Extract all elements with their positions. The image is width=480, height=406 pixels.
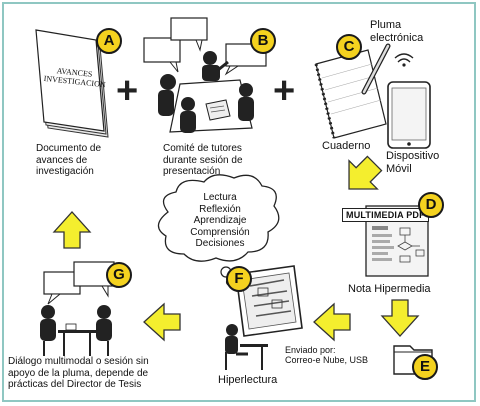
cloud-text: Lectura Reflexión Aprendizaje Comprensió… (178, 192, 262, 250)
badge-g: G (106, 262, 132, 288)
cloud-item: Comprensión (190, 226, 250, 238)
multimedia-caption: Nota Hipermedia (348, 283, 431, 295)
document-caption: Documento de avances de investigación (36, 143, 102, 177)
badge-a: A (96, 28, 122, 54)
committee-caption: Comité de tutores durante sesión de pres… (163, 143, 243, 177)
badge-d: D (418, 192, 444, 218)
multimedia-header: MULTIMEDIA PDF (342, 208, 429, 223)
cloud-item: Lectura (203, 192, 237, 203)
folder-caption: Enviado por: Correo-e Nube, USB (285, 345, 369, 366)
plus-sign-1: + (116, 70, 139, 112)
pen-label: Pluma electrónica (370, 19, 424, 44)
notebook-label: Cuaderno (322, 140, 371, 152)
badge-f: F (226, 266, 252, 292)
device-label: Dispositivo Móvil (386, 150, 440, 175)
badge-b: B (250, 28, 276, 54)
badge-c: C (336, 34, 362, 60)
dialog-caption: Diálogo multimodal o sesión sin apoyo de… (8, 356, 149, 390)
plus-sign-2: + (273, 70, 296, 112)
cloud-item: Reflexión (199, 203, 241, 215)
cloud-item: Aprendizaje (193, 215, 247, 226)
cloud-item: Decisiones (195, 238, 245, 249)
hyper-caption: Hiperlectura (218, 374, 278, 386)
badge-e: E (412, 354, 438, 380)
